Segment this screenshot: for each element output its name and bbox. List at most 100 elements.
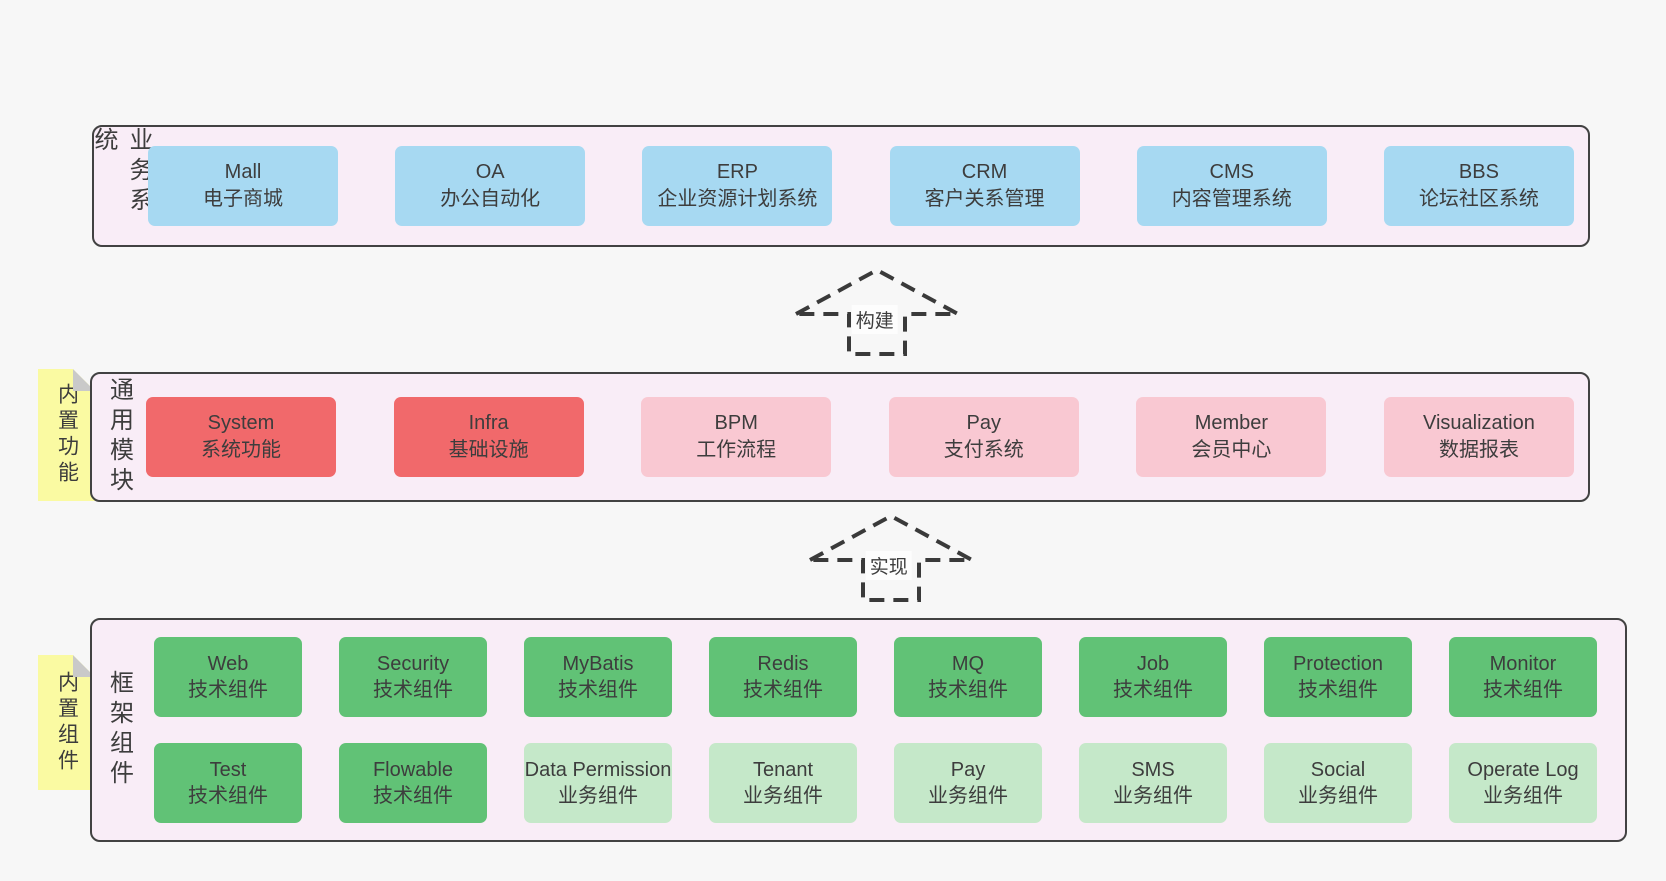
box-visualization: Visualization 数据报表 [1383,397,1574,477]
box-title: Security [376,653,450,675]
box-title: Visualization [1423,412,1535,434]
layer-business-systems-label-text: 业务系统 [90,127,152,217]
box-title: Test [209,759,247,781]
business-systems-boxes: Mall 电子商城 OA 办公自动化 ERP 企业资源计划系统 CRM 客户关系… [148,127,1588,245]
box-title: Member [1194,412,1269,434]
arrow-up-dashed-icon [795,267,959,356]
box-subtitle: 办公自动化 [440,188,541,210]
box-subtitle: 系统功能 [201,439,281,461]
arrow-up-dashed-icon [809,513,973,602]
layer-framework-components: 框架组件 Web 技术组件 Security 技术组件 MyBatis 技术组件… [90,618,1627,842]
box-title: Operate Log [1467,759,1579,781]
box-pay: Pay 支付系统 [888,397,1079,477]
box-security: Security 技术组件 [339,637,487,717]
box-oa: OA 办公自动化 [395,146,586,226]
box-subtitle: 技术组件 [373,785,453,807]
framework-components-row-2: Test 技术组件 Flowable 技术组件 Data Permission … [154,743,1597,823]
layer-business-systems: 业务系统 Mall 电子商城 OA 办公自动化 ERP 企业资源计划系统 CRM… [90,125,1590,247]
box-subtitle: 工作流程 [696,439,777,461]
box-crm: CRM 客户关系管理 [889,146,1080,226]
box-title: OA [475,161,505,183]
arrow-build-label: 构建 [851,305,898,334]
box-title: Monitor [1489,653,1557,675]
layer-common-modules: 通用模块 System 系统功能 Infra 基础设施 BPM 工作流程 Pay… [90,372,1590,502]
box-title: BBS [1458,161,1499,183]
box-title: Tenant [752,759,814,781]
framework-components-rows: Web 技术组件 Security 技术组件 MyBatis 技术组件 Redi… [146,620,1625,840]
box-title: Pay [966,412,1002,434]
box-subtitle: 业务组件 [743,785,823,807]
layer-business-systems-label: 业务系统 [90,127,152,245]
box-tenant: Tenant 业务组件 [709,743,857,823]
box-system: System 系统功能 [146,397,336,477]
box-flowable: Flowable 技术组件 [339,743,487,823]
box-title: Job [1136,653,1170,675]
box-title: Infra [468,412,509,434]
box-social: Social 业务组件 [1264,743,1412,823]
note-built-in-features: 内置功能 [38,369,95,501]
box-data-permission: Data Permission 业务组件 [524,743,672,823]
box-erp: ERP 企业资源计划系统 [642,146,833,226]
note-built-in-features-label: 内置功能 [55,383,79,487]
box-title: Data Permission [524,759,672,781]
box-subtitle: 基础设施 [448,439,529,461]
box-title: MQ [951,653,985,675]
box-subtitle: 业务组件 [1113,785,1193,807]
box-title: ERP [716,161,758,183]
box-sms: SMS 业务组件 [1079,743,1227,823]
box-subtitle: 技术组件 [373,679,453,701]
box-subtitle: 技术组件 [558,679,638,701]
box-pay-component: Pay 业务组件 [894,743,1042,823]
box-title: MyBatis [562,653,634,675]
box-mq: MQ 技术组件 [894,637,1042,717]
box-bbs: BBS 论坛社区系统 [1383,146,1574,226]
box-subtitle: 业务组件 [558,785,638,807]
layer-common-modules-label: 通用模块 [92,374,146,500]
box-title: Protection [1292,653,1384,675]
box-title: Flowable [372,759,454,781]
common-modules-boxes: System 系统功能 Infra 基础设施 BPM 工作流程 Pay 支付系统… [146,374,1588,500]
box-title: Pay [950,759,986,781]
box-job: Job 技术组件 [1079,637,1227,717]
box-subtitle: 技术组件 [188,679,268,701]
box-subtitle: 电子商城 [203,188,283,210]
box-subtitle: 技术组件 [188,785,268,807]
box-test: Test 技术组件 [154,743,302,823]
box-subtitle: 企业资源计划系统 [657,188,818,210]
box-title: SMS [1131,759,1175,781]
box-title: Redis [757,653,809,675]
box-subtitle: 支付系统 [943,439,1024,461]
box-mall: Mall 电子商城 [148,146,338,226]
note-built-in-components-label: 内置组件 [55,670,79,775]
box-redis: Redis 技术组件 [709,637,857,717]
box-title: Web [207,653,249,675]
box-subtitle: 内容管理系统 [1171,188,1292,210]
box-mybatis: MyBatis 技术组件 [524,637,672,717]
box-subtitle: 技术组件 [928,679,1008,701]
box-subtitle: 业务组件 [928,785,1008,807]
box-subtitle: 技术组件 [1483,679,1563,701]
box-title: BPM [714,412,758,434]
box-bpm: BPM 工作流程 [641,397,832,477]
box-subtitle: 数据报表 [1438,439,1519,461]
box-subtitle: 会员中心 [1191,439,1272,461]
box-subtitle: 技术组件 [743,679,823,701]
arrow-implement: 实现 [806,512,976,604]
box-operate-log: Operate Log 业务组件 [1449,743,1597,823]
box-subtitle: 技术组件 [1298,679,1378,701]
note-built-in-components: 内置组件 [38,655,95,790]
box-monitor: Monitor 技术组件 [1449,637,1597,717]
box-web: Web 技术组件 [154,637,302,717]
layer-framework-components-label-text: 框架组件 [105,670,133,790]
arrow-build: 构建 [792,266,962,358]
box-protection: Protection 技术组件 [1264,637,1412,717]
layer-framework-components-label: 框架组件 [92,620,146,840]
box-title: Mall [224,161,262,183]
box-title: CMS [1209,161,1254,183]
box-subtitle: 论坛社区系统 [1418,188,1539,210]
arrow-implement-label: 实现 [865,551,912,580]
box-title: Social [1310,759,1366,781]
layer-common-modules-label-text: 通用模块 [105,377,133,497]
box-subtitle: 业务组件 [1298,785,1378,807]
